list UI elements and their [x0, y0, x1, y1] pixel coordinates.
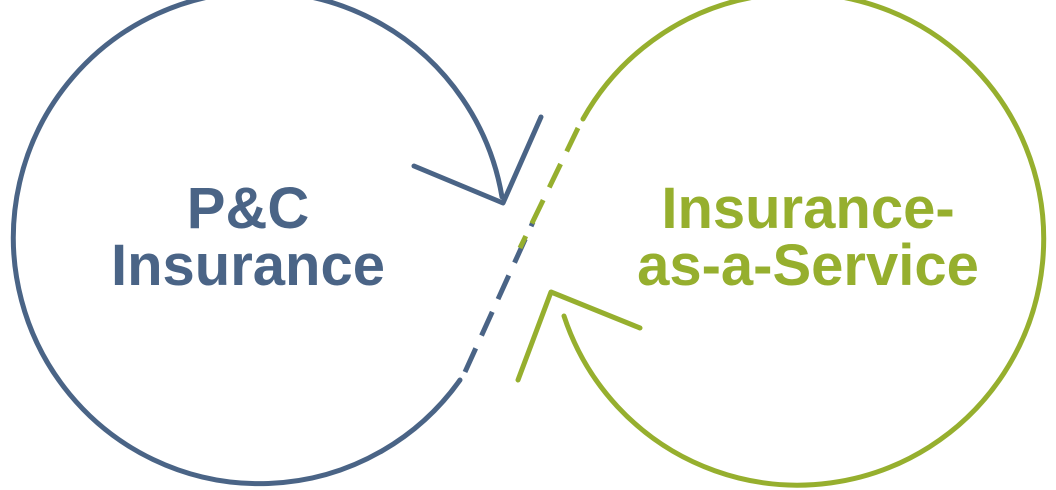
right-cycle-dashes [517, 126, 581, 250]
right-arrowhead-icon [515, 289, 643, 383]
left-arrowhead-icon [411, 114, 544, 206]
right-label-line2: as-a-Service [637, 233, 979, 298]
left-label-line2: Insurance [111, 233, 385, 298]
right-cycle [515, 0, 1047, 488]
right-cycle-arc [561, 0, 1047, 488]
right-label-line1: Insurance- [661, 176, 954, 241]
left-cycle-arc [10, 0, 505, 487]
left-label-line1: P&C [187, 176, 309, 241]
